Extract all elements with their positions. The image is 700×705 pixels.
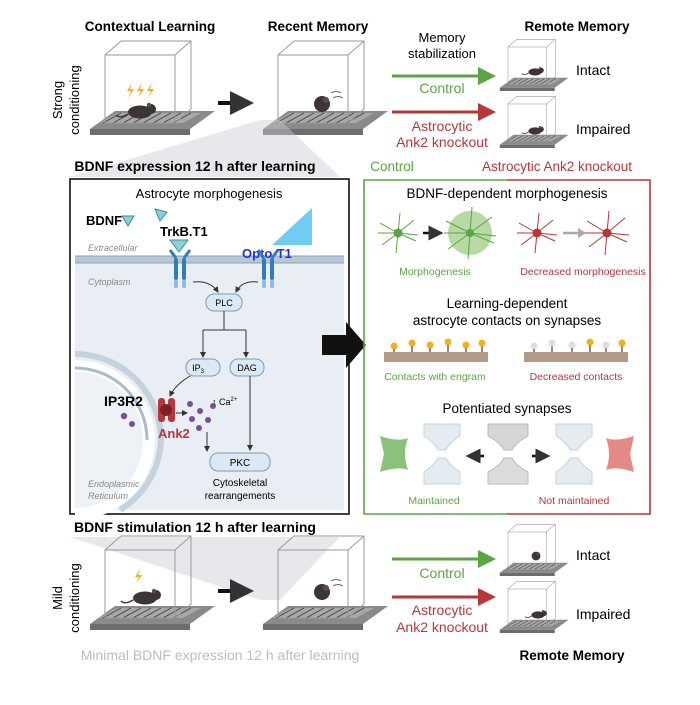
dag-node — [229, 358, 265, 377]
er-membrane-outer — [74, 351, 165, 513]
astrocyte-process-red-icon — [606, 436, 634, 472]
trkb-bound-bdnf-icon — [169, 239, 189, 253]
astrocyte-process-green-icon — [380, 436, 408, 472]
bdnf-expression-title: BDNF expression 12 h after learning — [74, 158, 315, 174]
contacts-title-1: Learning-dependent — [447, 296, 568, 311]
decreased-contacts-label: Decreased contacts — [530, 371, 623, 383]
cage-strong-learning — [89, 40, 216, 136]
dag-label: DAG — [237, 363, 257, 373]
cytoskeletal-label-2: rearrangements — [205, 491, 276, 502]
engram-contacts-strip — [384, 338, 488, 362]
row-label-strong: Strong — [50, 81, 65, 119]
synapse-right-icon — [555, 423, 593, 485]
results-box-knockout-border — [507, 179, 651, 515]
not-maintained-label: Not maintained — [539, 495, 610, 507]
astrocyte-red-small-icon — [517, 212, 558, 254]
bdnf-molecule-icon — [121, 215, 135, 227]
ip3r2-label: IP3R2 — [104, 393, 143, 409]
cage-strong-recent — [262, 40, 389, 136]
cage-remote-impaired-bottom — [499, 581, 569, 634]
ip3-label: IP3 — [192, 363, 205, 375]
cage-remote-intact-bottom — [499, 524, 569, 577]
row-label-strong-2: conditioning — [67, 65, 82, 134]
cytoplasm-label: Cytoplasm — [88, 277, 131, 287]
membrane — [75, 256, 344, 263]
memory-stabilization-label-2: stabilization — [408, 46, 476, 61]
er-label-1: Endoplasmic — [88, 479, 140, 489]
contacts-title-2: astrocyte contacts on synapses — [413, 313, 602, 328]
results-knockout-header: Astrocytic Ank2 knockout — [482, 159, 632, 174]
plc-label: PLC — [215, 298, 233, 308]
label-knockout-strong-1: Astrocytic — [412, 118, 473, 134]
astrocyte-green-small-icon — [378, 212, 419, 254]
morphogenesis-label: Morphogenesis — [399, 266, 471, 278]
pkc-node — [209, 452, 271, 472]
calcium-label: ↑ Ca2+ — [212, 397, 238, 407]
label-intact-top: Intact — [576, 62, 610, 78]
row-label-mild-2: conditioning — [67, 563, 82, 632]
potentiated-title: Potentiated synapses — [442, 401, 571, 416]
label-intact-bottom: Intact — [576, 547, 610, 563]
row-label-mild: Mild — [50, 586, 65, 610]
decreased-morph-label: Decreased morphogenesis — [520, 266, 646, 278]
trkb-label: TrkB.T1 — [160, 224, 208, 239]
bdnf-molecule-icon-2 — [154, 208, 168, 222]
memory-stabilization-label: Memory — [419, 30, 466, 45]
pkc-label: PKC — [230, 458, 251, 469]
cytoskeletal-label-1: Cytoskeletal — [213, 478, 267, 489]
opto-label: Opto-T1 — [242, 246, 292, 261]
results-box-control-border — [363, 179, 507, 515]
header-contextual-learning: Contextual Learning — [85, 19, 216, 34]
zoom-wedge-bottom — [70, 537, 340, 600]
bdnf-label: BDNF — [86, 213, 122, 228]
opto-light-icon — [272, 208, 312, 245]
header-remote-memory-top: Remote Memory — [524, 19, 630, 34]
label-impaired-top: Impaired — [576, 121, 630, 137]
header-recent-memory-top: Recent Memory — [268, 19, 369, 34]
synapse-center-icon — [487, 423, 529, 485]
extracellular-label: Extracellular — [88, 243, 139, 253]
cage-mild-recent — [262, 535, 389, 631]
er-membrane — [74, 366, 149, 441]
synapse-left-icon — [423, 423, 461, 485]
minimal-bdnf-label: Minimal BDNF expression 12 h after learn… — [81, 647, 360, 663]
results-control-header: Control — [370, 159, 414, 174]
astrocyte-red-medium-icon — [585, 210, 630, 256]
morphogenesis-title: BDNF-dependent morphogenesis — [406, 186, 607, 201]
header-remote-memory-bottom: Remote Memory — [519, 648, 625, 663]
astrocyte-green-large-icon — [444, 206, 497, 260]
label-control-strong: Control — [419, 80, 464, 96]
label-knockout-strong-2: Ank2 knockout — [396, 134, 488, 150]
contacts-engram-label: Contacts with engram — [384, 371, 486, 383]
cage-remote-impaired-top — [499, 96, 569, 149]
label-control-mild: Control — [419, 565, 464, 581]
label-impaired-bottom: Impaired — [576, 606, 630, 622]
zoom-wedge-top — [70, 120, 340, 177]
label-knockout-mild-2: Ank2 knockout — [396, 619, 488, 635]
maintained-label: Maintained — [408, 495, 460, 507]
ip3r2-channel-icon — [158, 398, 175, 422]
ank2-label: Ank2 — [158, 426, 190, 441]
bdnf-stimulation-title: BDNF stimulation 12 h after learning — [74, 519, 316, 535]
pathway-title: Astrocyte morphogenesis — [136, 186, 283, 201]
cage-remote-intact-top — [499, 39, 569, 92]
calcium-ions — [120, 401, 216, 431]
er-label-2: Reticulum — [88, 491, 129, 501]
ip3-node — [185, 358, 221, 377]
label-knockout-mild-1: Astrocytic — [412, 602, 473, 618]
decreased-contacts-strip — [524, 338, 628, 362]
arrow-pathway-to-results — [322, 322, 366, 368]
